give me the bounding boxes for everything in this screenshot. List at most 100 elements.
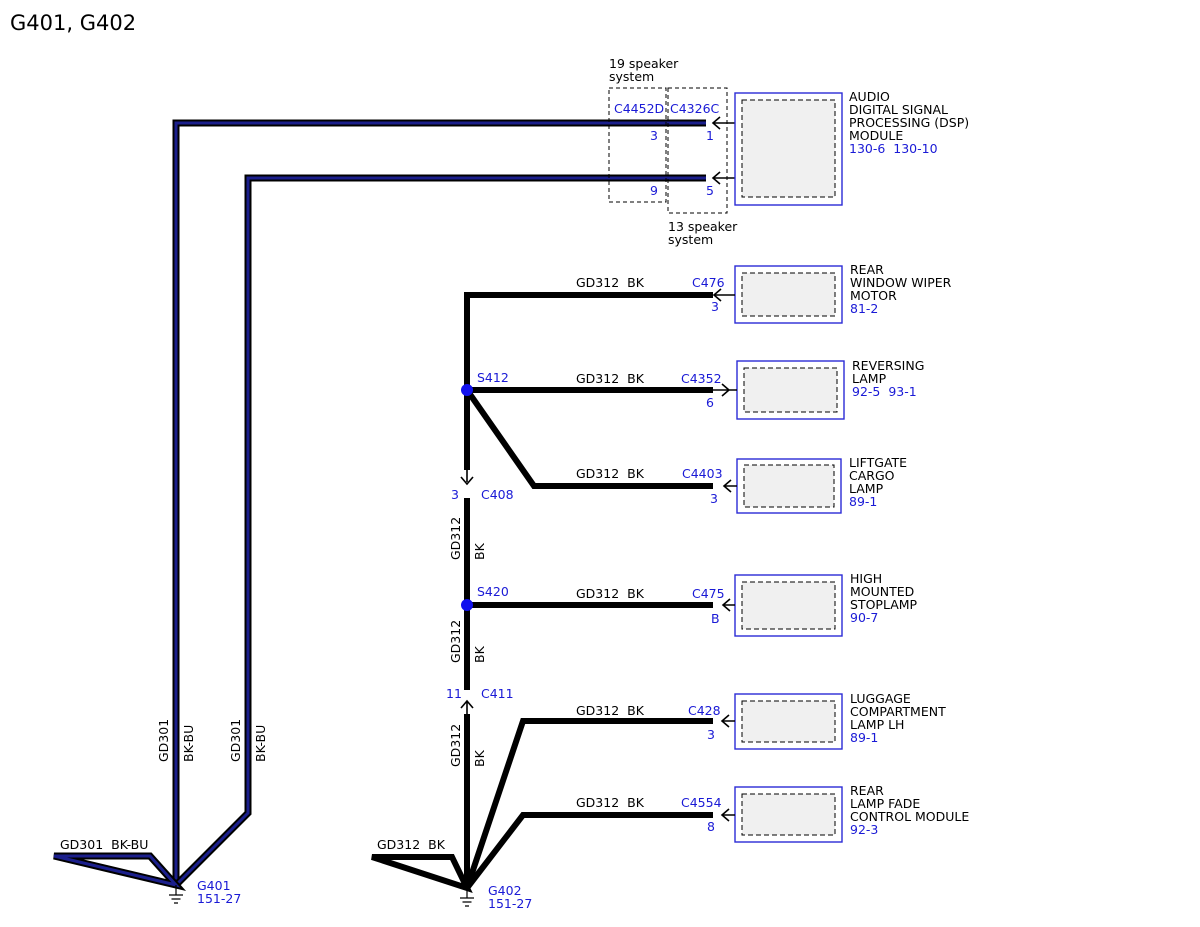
ground-g402-icon xyxy=(460,888,474,907)
pin-arrow-icon xyxy=(720,714,735,728)
high-mounted-stoplamp-name-2: MOUNTED xyxy=(850,584,914,599)
connector-c4554-pin: 8 xyxy=(707,819,715,834)
rear-window-wiper-name-3: MOTOR xyxy=(850,288,897,303)
component-rear-lamp-fade-control-module[interactable] xyxy=(734,786,843,843)
high-mounted-stoplamp-refs: 90-7 xyxy=(850,610,878,625)
note-19-speaker-line2: system xyxy=(609,69,654,84)
connector-c4326c-label: C4326C xyxy=(670,101,720,116)
component-rear-window-wiper-motor[interactable] xyxy=(734,265,843,324)
component-high-mounted-stoplamp[interactable] xyxy=(734,574,843,637)
wire-label-c475: GD312 BK xyxy=(576,586,645,601)
splice-s412-label: S412 xyxy=(477,370,509,385)
liftgate-cargo-lamp-refs: 89-1 xyxy=(849,494,877,509)
inline-connector-c408-icon xyxy=(460,470,474,486)
connector-c4452d-box xyxy=(608,87,667,203)
connector-c4403-label: C4403 xyxy=(682,466,723,481)
pin-arrow-icon xyxy=(713,383,737,397)
rear-window-wiper-name-1: REAR xyxy=(850,262,884,277)
luggage-lamp-name-3: LAMP LH xyxy=(850,717,904,732)
pin-arrow-icon xyxy=(712,288,735,302)
connector-c4403-pin: 3 xyxy=(710,491,718,506)
inline-connector-c411-icon xyxy=(460,699,474,714)
reversing-lamp-refs: 92-5 93-1 xyxy=(852,384,917,399)
g402-name: G402 xyxy=(488,883,522,898)
wire-label-c428: GD312 BK xyxy=(576,703,645,718)
splice-s412-dot xyxy=(461,384,473,396)
rear-lamp-fade-name-3: CONTROL MODULE xyxy=(850,809,969,824)
pin-arrow-icon xyxy=(720,808,735,822)
g401-left-wire-label: GD301 BK-BU xyxy=(60,837,148,852)
connector-c428-pin: 3 xyxy=(707,727,715,742)
rear-lamp-fade-name-2: LAMP FADE xyxy=(850,796,920,811)
pin-c4452d-9: 9 xyxy=(650,183,658,198)
c408-pin: 3 xyxy=(451,487,459,502)
pin-c4326c-5: 5 xyxy=(706,183,714,198)
g402-ref: 151-27 xyxy=(488,896,532,911)
connector-c476-label: C476 xyxy=(692,275,725,290)
luggage-lamp-refs: 89-1 xyxy=(850,730,878,745)
c411-pin: 11 xyxy=(446,686,462,701)
luggage-lamp-name-2: COMPARTMENT xyxy=(850,704,946,719)
wire-label-c476: GD312 BK xyxy=(576,275,645,290)
dsp-module[interactable] xyxy=(734,92,843,206)
pin-arrow-icon xyxy=(711,171,735,185)
dsp-name-line4: MODULE xyxy=(849,128,903,143)
dsp-name-line3: PROCESSING (DSP) xyxy=(849,115,969,130)
trunk-circuit-3: GD312 xyxy=(448,724,463,767)
g401-wire2-color: BK-BU xyxy=(253,725,268,762)
connector-c475-label: C475 xyxy=(692,586,725,601)
diagram-title: G401, G402 xyxy=(10,11,136,35)
ground-g401-icon xyxy=(169,885,183,904)
liftgate-cargo-lamp-name-2: CARGO xyxy=(849,468,895,483)
pin-arrow-icon xyxy=(722,479,737,493)
component-liftgate-cargo-lamp[interactable] xyxy=(736,458,842,514)
g401-wire1-color: BK-BU xyxy=(181,725,196,762)
dsp-name-line2: DIGITAL SIGNAL xyxy=(849,102,948,117)
g401-ref: 151-27 xyxy=(197,891,241,906)
note-13-speaker-line1: 13 speaker xyxy=(668,219,738,234)
wire-label-c4403: GD312 BK xyxy=(576,466,645,481)
g401-name: G401 xyxy=(197,878,231,893)
rear-lamp-fade-refs: 92-3 xyxy=(850,822,878,837)
g402-left-wire-label: GD312 BK xyxy=(377,837,446,852)
splice-s420-dot xyxy=(461,599,473,611)
luggage-lamp-name-1: LUGGAGE xyxy=(850,691,911,706)
wire-label-c4352: GD312 BK xyxy=(576,371,645,386)
trunk-color-1: BK xyxy=(472,542,487,560)
trunk-circuit-2: GD312 xyxy=(448,620,463,663)
component-reversing-lamp[interactable] xyxy=(736,360,845,420)
connector-c4554-label: C4554 xyxy=(681,795,722,810)
trunk-color-3: BK xyxy=(472,749,487,767)
trunk-color-2: BK xyxy=(472,645,487,663)
pin-c4452d-3: 3 xyxy=(650,128,658,143)
splice-s420-label: S420 xyxy=(477,584,509,599)
trunk-circuit-1: GD312 xyxy=(448,517,463,560)
reversing-lamp-name-2: LAMP xyxy=(852,371,887,386)
pin-arrow-icon xyxy=(721,598,735,612)
reversing-lamp-name-1: REVERSING xyxy=(852,358,924,373)
g402-wiring xyxy=(371,292,713,894)
note-13-speaker-line2: system xyxy=(668,232,713,247)
g401-wiring xyxy=(53,119,706,891)
g401-wire2-circuit: GD301 xyxy=(228,719,243,762)
connector-c428-label: C428 xyxy=(688,703,721,718)
connector-c4352-pin: 6 xyxy=(706,395,714,410)
high-mounted-stoplamp-name-1: HIGH xyxy=(850,571,882,586)
component-luggage-compartment-lamp-lh[interactable] xyxy=(734,693,843,750)
connector-c4452d-label: C4452D xyxy=(614,101,664,116)
rear-window-wiper-refs: 81-2 xyxy=(850,301,878,316)
connector-c475-pin: B xyxy=(711,611,720,626)
liftgate-cargo-lamp-name-3: LAMP xyxy=(849,481,884,496)
note-19-speaker-line1: 19 speaker xyxy=(609,56,679,71)
connector-c4352-label: C4352 xyxy=(681,371,722,386)
c408-label: C408 xyxy=(481,487,514,502)
pin-c4326c-1: 1 xyxy=(706,128,714,143)
dsp-name-line1: AUDIO xyxy=(849,89,890,104)
rear-window-wiper-name-2: WINDOW WIPER xyxy=(850,275,952,290)
pin-arrow-icon xyxy=(711,116,735,130)
connector-c476-pin: 3 xyxy=(711,299,719,314)
rear-lamp-fade-name-1: REAR xyxy=(850,783,884,798)
g401-wire1-circuit: GD301 xyxy=(156,719,171,762)
c411-label: C411 xyxy=(481,686,514,701)
